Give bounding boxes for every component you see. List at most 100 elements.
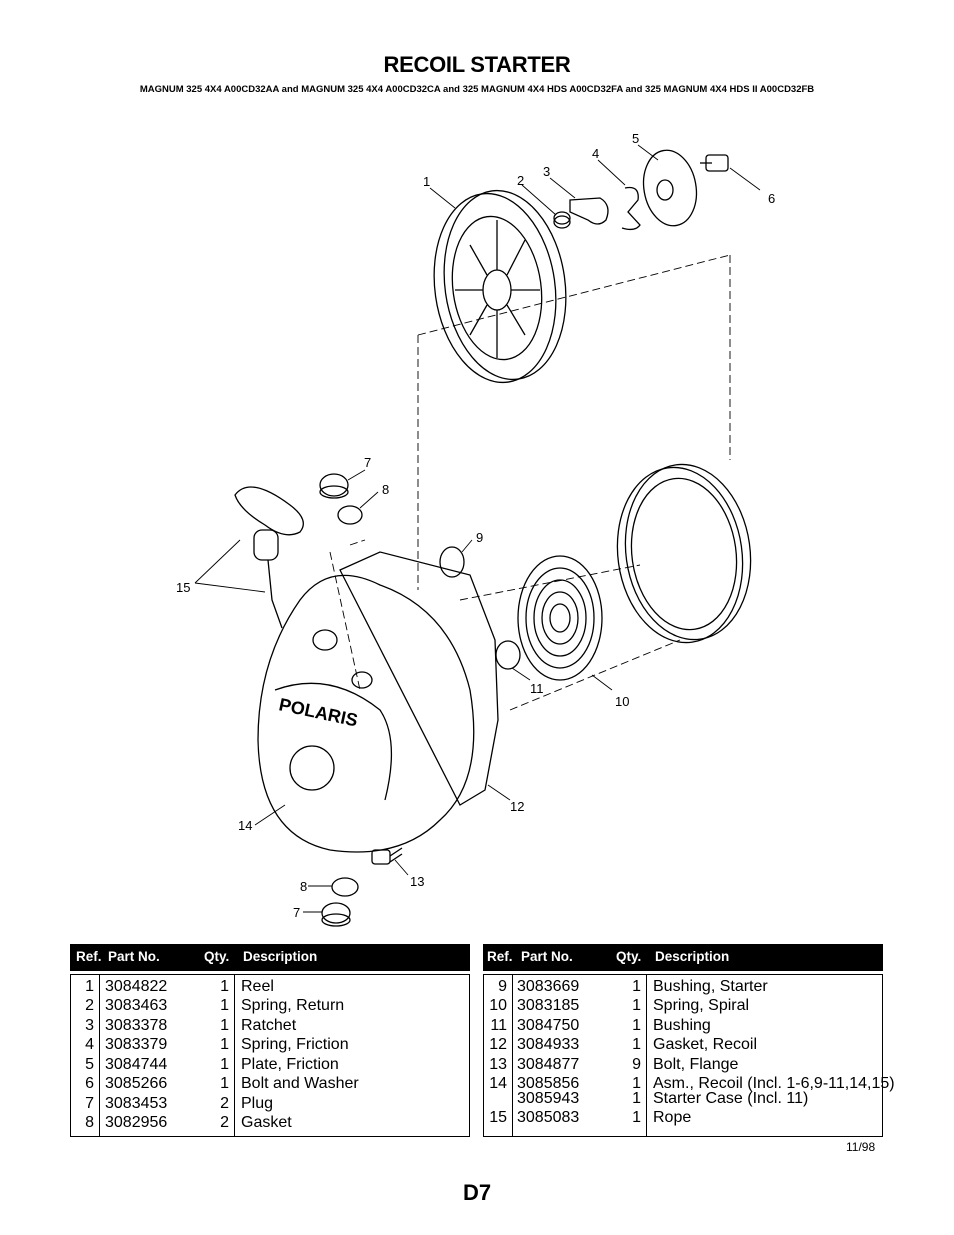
ref-cell: 15 (489, 1109, 507, 1126)
part-no-cell: 3084877 (517, 1056, 580, 1073)
qty-cell: 2 (220, 1114, 229, 1131)
qty-cell: 1 (220, 997, 229, 1014)
flange-bolt-part (371, 847, 403, 865)
part-no-cell: 3084933 (517, 1036, 580, 1053)
part-no-cell: 3085083 (517, 1109, 580, 1126)
gasket-bottom-part (331, 877, 359, 897)
ref-cell: 14 (489, 1075, 507, 1092)
starter-bushing-part (439, 546, 465, 578)
callout-15: 15 (176, 580, 190, 595)
recoil-gasket-part (339, 551, 499, 806)
part-no-cell: 3083669 (517, 978, 580, 995)
callout-12: 12 (510, 799, 524, 814)
reel-part (433, 189, 567, 384)
qty-cell: 1 (632, 997, 641, 1014)
description-cell: Bushing (653, 1017, 711, 1034)
callout-10: 10 (615, 694, 629, 709)
callout-14: 14 (238, 818, 252, 833)
callout-4: 4 (592, 146, 599, 161)
callout-7-top: 7 (364, 455, 371, 470)
page-title: RECOIL STARTER (383, 52, 571, 77)
part-no-cell: 3082956 (105, 1114, 168, 1131)
description-cell: Bushing, Starter (653, 978, 768, 995)
description-cell: Reel (241, 978, 274, 995)
description-cell: Starter Case (Incl. 11) (653, 1090, 809, 1107)
callout-11: 11 (530, 681, 544, 696)
table-row: 10 3083185 1 Spring, Spiral (484, 997, 882, 1015)
table-row: 14 3085856 1 Asm., Recoil (Incl. 1-6,9-11,1… (484, 1075, 894, 1093)
callout-8-bottom: 8 (300, 879, 307, 894)
part-no-cell: 3084822 (105, 978, 168, 995)
handle-rope-part (234, 486, 304, 629)
spring-ring-part (616, 463, 752, 644)
spiral-spring-part (517, 555, 603, 681)
callout-7-bottom: 7 (293, 905, 300, 920)
description-cell: Ratchet (241, 1017, 297, 1034)
callout-13: 13 (410, 874, 424, 889)
header-ref: Ref. (487, 949, 513, 964)
friction-spring-part (621, 186, 641, 231)
ref-cell: 6 (85, 1075, 94, 1092)
qty-cell: 1 (220, 1017, 229, 1034)
ref-cell: 12 (489, 1036, 507, 1053)
callout-3: 3 (543, 164, 550, 179)
qty-cell: 1 (632, 1075, 641, 1092)
part-no-cell: 3083185 (517, 997, 580, 1014)
qty-cell: 1 (220, 978, 229, 995)
ref-cell: 10 (489, 997, 507, 1014)
ref-cell: 1 (85, 978, 94, 995)
part-no-cell: 3085943 (517, 1090, 580, 1107)
polaris-logo-text: POLARIS (277, 694, 359, 730)
header-part-no: Part No. (521, 949, 573, 964)
table-row: 9 3083669 1 Bushing, Starter (484, 978, 882, 996)
callout-6: 6 (768, 191, 775, 206)
header-part-no: Part No. (108, 949, 160, 964)
qty-cell: 1 (632, 1109, 641, 1126)
header-description: Description (243, 949, 318, 964)
table-row: 1 3084822 1 Reel (71, 978, 469, 996)
ref-cell: 11 (490, 1017, 507, 1034)
part-no-cell: 3083378 (105, 1017, 168, 1034)
description-cell: Rope (653, 1109, 692, 1126)
qty-cell: 9 (632, 1056, 641, 1073)
qty-cell: 1 (632, 978, 641, 995)
ref-cell: 8 (85, 1114, 94, 1131)
description-cell: Plate, Friction (241, 1056, 339, 1073)
description-cell: Asm., Recoil (Incl. 1-6,9-11,14,15) (653, 1075, 895, 1092)
ref-cell: 4 (85, 1036, 94, 1053)
ref-cell: 9 (498, 978, 507, 995)
header-ref: Ref. (76, 949, 102, 964)
ref-cell: 13 (489, 1056, 507, 1073)
callout-2: 2 (517, 173, 524, 188)
table-row: 8 3082956 2 Gasket (71, 1114, 469, 1132)
part-no-cell: 3085856 (517, 1075, 580, 1092)
plug-bottom-part (321, 902, 351, 927)
description-cell: Spring, Spiral (653, 997, 750, 1014)
parts-table-right-header: Ref. Part No. Qty. Description (483, 944, 883, 971)
qty-cell: 1 (632, 1090, 641, 1107)
callout-9: 9 (476, 530, 483, 545)
part-no-cell: 3083379 (105, 1036, 168, 1053)
part-no-cell: 3084750 (517, 1017, 580, 1034)
part-no-cell: 3084744 (105, 1056, 168, 1073)
callout-8-top: 8 (382, 482, 389, 497)
table-row: 15 3085083 1 Rope (484, 1109, 882, 1127)
ratchet-part (569, 197, 609, 225)
part-no-cell: 3085266 (105, 1075, 168, 1092)
part-no-cell: 3083453 (105, 1095, 168, 1112)
ref-cell: 5 (85, 1056, 94, 1073)
table-row: 3085943 1 Starter Case (Incl. 11) (484, 1090, 882, 1108)
description-cell: Spring, Friction (241, 1036, 349, 1053)
exploded-parts-diagram: POLARIS 1 2 3 4 5 6 7 8 9 15 11 10 12 14… (176, 131, 775, 927)
description-cell: Gasket (241, 1114, 292, 1131)
